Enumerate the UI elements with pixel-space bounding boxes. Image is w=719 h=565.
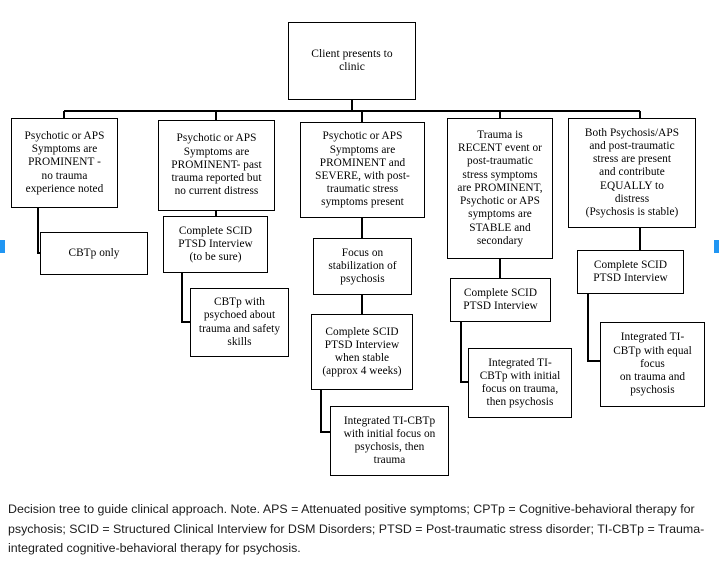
node-branch-1: Psychotic or APS Symptoms are PROMINENT … <box>11 118 118 208</box>
node-branch-3-step-2: Complete SCID PTSD Interview when stable… <box>311 314 413 390</box>
node-branch-5-outcome: Integrated TI- CBTp with equal focus on … <box>600 322 705 407</box>
node-branch-4: Trauma is RECENT event or post-traumatic… <box>447 118 553 259</box>
node-branch-5-step-1: Complete SCID PTSD Interview <box>577 250 684 294</box>
edge-branch-2-to-outcome <box>181 272 190 323</box>
node-branch-2: Psychotic or APS Symptoms are PROMINENT-… <box>158 120 275 211</box>
right-edge-handle-artifact <box>714 240 719 253</box>
node-branch-3: Psychotic or APS Symptoms are PROMINENT … <box>300 122 425 218</box>
figure-caption: Decision tree to guide clinical approach… <box>8 502 705 556</box>
node-branch-4-step-1: Complete SCID PTSD Interview <box>450 278 551 322</box>
node-branch-2-step-1: Complete SCID PTSD Interview (to be sure… <box>163 216 268 273</box>
node-branch-2-outcome: CBTp with psychoed about trauma and safe… <box>190 288 289 357</box>
node-branch-3-step-1: Focus on stabilization of psychosis <box>313 238 412 295</box>
node-root: Client presents to clinic <box>288 22 416 100</box>
node-branch-1-outcome: CBTp only <box>40 232 148 275</box>
node-branch-3-outcome: Integrated TI-CBTp with initial focus on… <box>330 406 449 476</box>
edge-branch-4-to-outcome <box>460 322 468 383</box>
left-edge-handle-artifact <box>0 240 5 253</box>
edge-branch-5-to-outcome <box>587 293 600 362</box>
decision-tree-diagram: Client presents to clinic Psychotic or A… <box>0 22 719 476</box>
node-branch-5: Both Psychosis/APS and post-traumatic st… <box>568 118 696 228</box>
node-branch-4-outcome: Integrated TI- CBTp with initial focus o… <box>468 348 572 418</box>
edge-branch-3-to-outcome <box>320 390 330 433</box>
